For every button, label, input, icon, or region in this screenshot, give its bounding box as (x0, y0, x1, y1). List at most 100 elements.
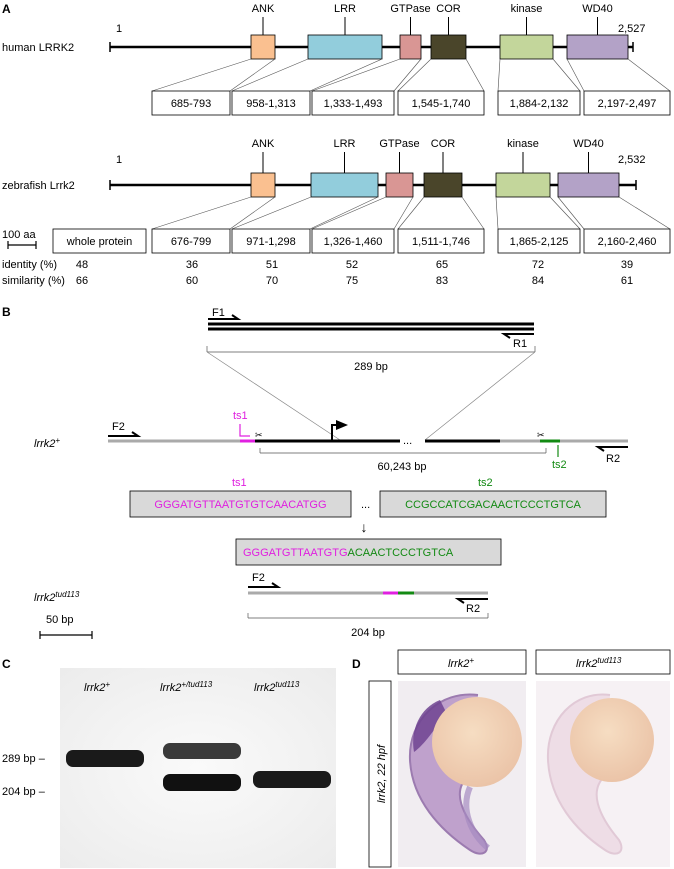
panel-d-label: D (352, 657, 361, 671)
row-label: lrrk2, 22 hpf (376, 744, 388, 803)
similarity-value: 83 (436, 275, 448, 287)
primer-r2-label: R2 (606, 453, 620, 465)
range-box-kinase (497, 90, 581, 116)
connector-line (557, 196, 585, 230)
down-arrow-icon: ↓ (361, 519, 368, 535)
bp-scale-label: 50 bp (46, 614, 74, 626)
domain-label-ank: ANK (252, 3, 275, 15)
domain-box-kinase (495, 172, 551, 198)
domain-label-cor: COR (431, 138, 456, 150)
range-box-cor (397, 228, 485, 254)
range-box-wd40 (583, 228, 671, 254)
zoom-line-left (206, 351, 341, 441)
primer-r1-arrow (500, 333, 534, 339)
primer-f1-arrow (208, 314, 242, 320)
domain-box-ank (250, 172, 276, 198)
domain-box-kinase (499, 34, 554, 60)
scissors-icon-1: ✂ (255, 430, 263, 440)
primer-r2-arrow (594, 446, 628, 452)
connector-line (566, 58, 585, 92)
primer-r1-label: R1 (513, 338, 527, 350)
primer-f2-label: F2 (112, 421, 125, 433)
primer-r2-arrow-mut (454, 598, 488, 604)
range-label-gtpase: 1,333-1,493 (324, 98, 383, 110)
ts1-sequence-box (129, 490, 352, 518)
range-label-ank: 676-799 (171, 236, 211, 248)
panel-b-label: B (2, 305, 11, 319)
range-box-cor (397, 90, 485, 116)
connector-line (495, 196, 499, 230)
domain-label-lrr: LRR (333, 138, 355, 150)
identity-value: 36 (186, 259, 198, 271)
range-label-kinase: 1,884-2,132 (510, 98, 569, 110)
connector-line (393, 196, 414, 230)
connector-line (311, 58, 401, 92)
range-label-wd40: 2,197-2,497 (598, 98, 657, 110)
range-label-lrr: 958-1,313 (246, 98, 296, 110)
merged-sequence: GGGATGTTAATGTGACAACTCCCTGTCA (243, 547, 454, 559)
range-box-gtpase (311, 228, 395, 254)
domain-label-kinase: kinase (507, 138, 539, 150)
zebrafish-start-label: 1 (116, 154, 122, 166)
range-label-lrr: 971-1,298 (246, 236, 296, 248)
domain-box-gtpase (385, 172, 414, 198)
range-box-wd40 (583, 90, 671, 116)
panel-c-label: C (2, 657, 11, 671)
lane-1-label: lrrk2+ (84, 680, 110, 694)
human-protein-name: human LRRK2 (2, 42, 74, 54)
similarity-value: 66 (76, 275, 88, 287)
ts1-sequence: GGGATGTTAATGTGTCAACATGG (154, 499, 326, 511)
similarity-value: 60 (186, 275, 198, 287)
zebrafish-protein-name: zebrafish Lrrk2 (2, 180, 75, 192)
ts1-seq-label: ts1 (232, 477, 247, 489)
primer-f2-arrow-mut (248, 582, 282, 588)
band-lane3-204bp (253, 771, 331, 788)
amplicon-size: 289 bp (354, 361, 388, 373)
identity-value: 39 (621, 259, 633, 271)
connector-line (465, 58, 485, 92)
domain-box-cor (423, 172, 463, 198)
range-label-wd40: 2,160-2,460 (598, 236, 657, 248)
connector-line (311, 196, 387, 230)
primer-r2-label-mut: R2 (466, 603, 480, 615)
similarity-value: 75 (346, 275, 358, 287)
zebrafish-end-label: 2,532 (618, 154, 646, 166)
connector-line (231, 196, 312, 230)
lane-2-label: lrrk2+/tud113 (160, 680, 213, 694)
column-header-mutant (535, 649, 671, 675)
primer-f2-label-mut: F2 (252, 572, 265, 584)
zoom-line-right (424, 351, 536, 441)
identity-value: 72 (532, 259, 544, 271)
domain-label-cor: COR (436, 3, 461, 15)
similarity-value: 61 (621, 275, 633, 287)
similarity-value: 84 (532, 275, 544, 287)
domain-label-gtpase: GTPase (379, 138, 419, 150)
merged-sequence-box (235, 538, 502, 566)
range-box-ank (151, 228, 231, 254)
connector-line (497, 58, 501, 92)
connector-line (552, 58, 581, 92)
range-box-lrr (231, 228, 311, 254)
gel-background (60, 668, 336, 868)
domain-label-ank: ANK (252, 138, 275, 150)
range-label-ank: 685-793 (171, 98, 211, 110)
connector-line (627, 58, 671, 92)
ts2-seq-label: ts2 (478, 477, 493, 489)
embryo-yolk-mutant (570, 698, 654, 782)
column-label-wt: lrrk2+ (448, 656, 474, 670)
connector-line (229, 196, 276, 230)
row-label-box (368, 680, 392, 868)
primer-f1-label: F1 (212, 307, 225, 319)
column-header-wt (397, 649, 527, 675)
band-lane1-289bp (66, 750, 144, 767)
scissors-icon-2: ✂ (537, 430, 545, 440)
band-lane2-204bp (163, 774, 241, 791)
similarity-values: 66 60 70 75 83 84 61 (76, 275, 633, 287)
similarity-value: 70 (266, 275, 278, 287)
connector-line (309, 196, 379, 230)
